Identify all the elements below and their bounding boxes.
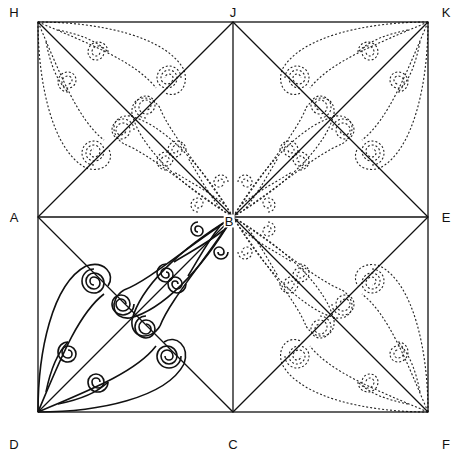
point-letter: D [9, 438, 18, 451]
dashed-motifs [38, 22, 428, 412]
point-letter: K [442, 6, 451, 19]
point-letter: H [9, 6, 18, 19]
point-letter: F [442, 438, 450, 451]
point-letter: E [442, 211, 451, 224]
block-grid [38, 22, 428, 412]
point-letter: J [230, 6, 237, 19]
point-letter: C [228, 438, 237, 451]
point-letter: B [224, 215, 235, 228]
point-letter: A [10, 211, 19, 224]
